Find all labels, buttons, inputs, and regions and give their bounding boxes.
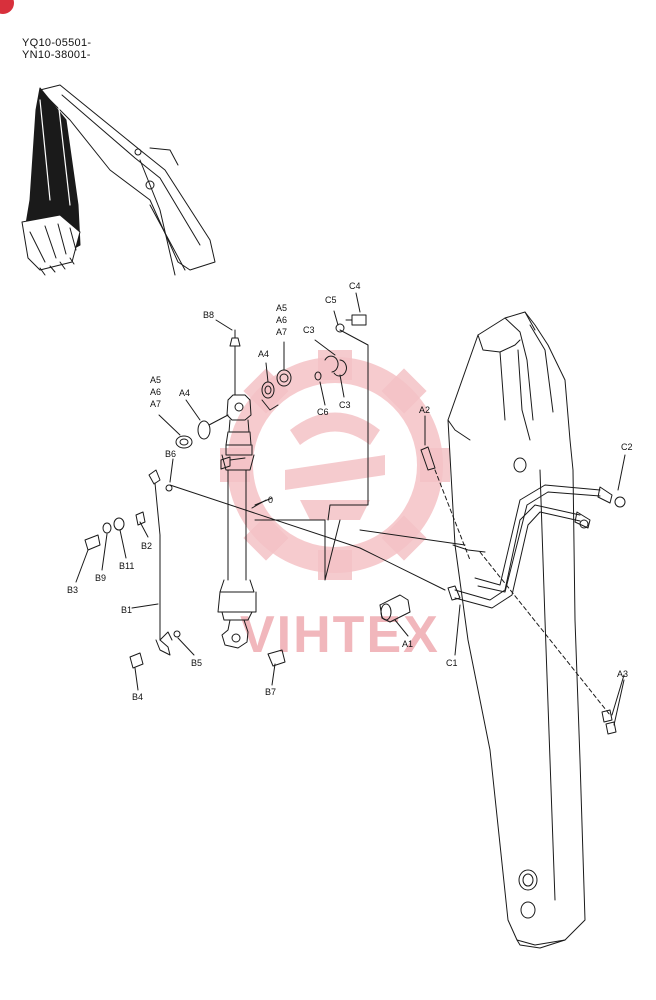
- serial-number-2: YN10-38001-: [22, 49, 91, 61]
- serial-number-1: YQ10-05501-: [22, 37, 92, 49]
- label-A6-right: A6: [276, 315, 287, 325]
- label-A4-left: A4: [179, 388, 190, 398]
- label-C3-top: C3: [303, 325, 315, 335]
- label-C5: C5: [325, 295, 337, 305]
- hydraulic-cylinder: [217, 329, 257, 649]
- label-A3: A3: [617, 669, 628, 679]
- corner-badge: [0, 0, 14, 14]
- label-C4: C4: [349, 281, 361, 291]
- label-B2: B2: [141, 541, 152, 551]
- watermark-text: VIHTEX: [240, 606, 440, 664]
- label-C3-bottom: C3: [339, 400, 351, 410]
- label-A5-left: A5: [150, 375, 161, 385]
- label-A5-right: A5: [276, 303, 287, 313]
- label-A1: A1: [402, 639, 413, 649]
- label-B6: B6: [165, 449, 176, 459]
- label-B3: B3: [67, 585, 78, 595]
- label-C2: C2: [621, 442, 633, 452]
- leader-lines: [169, 329, 611, 716]
- label-B1: B1: [121, 605, 132, 615]
- arm-body: [447, 311, 586, 949]
- hydraulic-hoses: [447, 484, 626, 609]
- label-B4: B4: [132, 692, 143, 702]
- label-A4-right: A4: [258, 349, 269, 359]
- label-B8: B8: [203, 310, 214, 320]
- label-A6-left: A6: [150, 387, 161, 397]
- label-A7-right: A7: [276, 327, 287, 337]
- label-B5: B5: [191, 658, 202, 668]
- label-B7: B7: [265, 687, 276, 697]
- label-A2: A2: [419, 405, 430, 415]
- label-pointers: [75, 292, 626, 726]
- label-B11: B11: [119, 561, 134, 571]
- label-A7-left: A7: [150, 399, 161, 409]
- label-B9: B9: [95, 573, 106, 583]
- label-cylinder-0: 0: [268, 495, 273, 505]
- excavator-thumbnail: [21, 84, 216, 276]
- label-C1: C1: [446, 658, 458, 668]
- label-C6: C6: [317, 407, 329, 417]
